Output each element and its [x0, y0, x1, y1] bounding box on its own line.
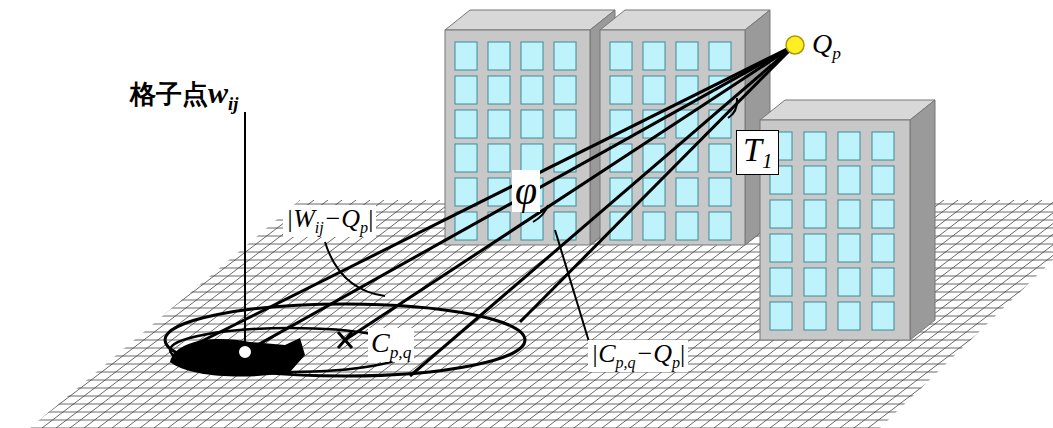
- region-ellipse: [165, 304, 525, 376]
- leader-line: [245, 112, 590, 345]
- building: [600, 10, 770, 245]
- subscript: p: [360, 219, 368, 236]
- math-label: −Q: [636, 339, 672, 368]
- math-label: |: [368, 204, 373, 233]
- math-label: T: [743, 131, 762, 168]
- math-label: C: [371, 327, 390, 358]
- math-label: |C: [591, 339, 616, 368]
- subscript: ij: [315, 219, 324, 236]
- viewpoint: [786, 36, 804, 54]
- subscript: p,q: [616, 354, 636, 371]
- subscript: p,q: [390, 343, 412, 362]
- math-label: w: [208, 76, 228, 109]
- building: [445, 10, 615, 245]
- center-mark: [338, 332, 352, 348]
- label-group: T1: [736, 130, 779, 175]
- subscript: 1: [762, 149, 773, 173]
- label-group: φ: [512, 170, 540, 212]
- inner-ellipse: [170, 328, 410, 372]
- sight-rays: [172, 45, 795, 376]
- math-label: 格子点: [130, 79, 208, 109]
- math-label: −Q: [324, 204, 360, 233]
- subscript: p: [672, 354, 680, 371]
- angle-arc: [728, 98, 737, 118]
- label-group: Qp: [812, 30, 841, 62]
- grid-point: [238, 345, 252, 359]
- math-label: |: [680, 339, 685, 368]
- label-group: |Cp,q−Qp|: [588, 340, 688, 372]
- building: [760, 100, 935, 340]
- math-label: |W: [286, 204, 315, 233]
- math-label: φ: [515, 168, 537, 213]
- subscript: ij: [228, 93, 238, 114]
- label-group: 格子点wij: [130, 78, 238, 113]
- label-group: Cp,q: [368, 328, 414, 362]
- subscript: p: [832, 44, 841, 63]
- math-label: Q: [812, 28, 832, 59]
- label-group: |Wij−Qp|: [283, 205, 376, 237]
